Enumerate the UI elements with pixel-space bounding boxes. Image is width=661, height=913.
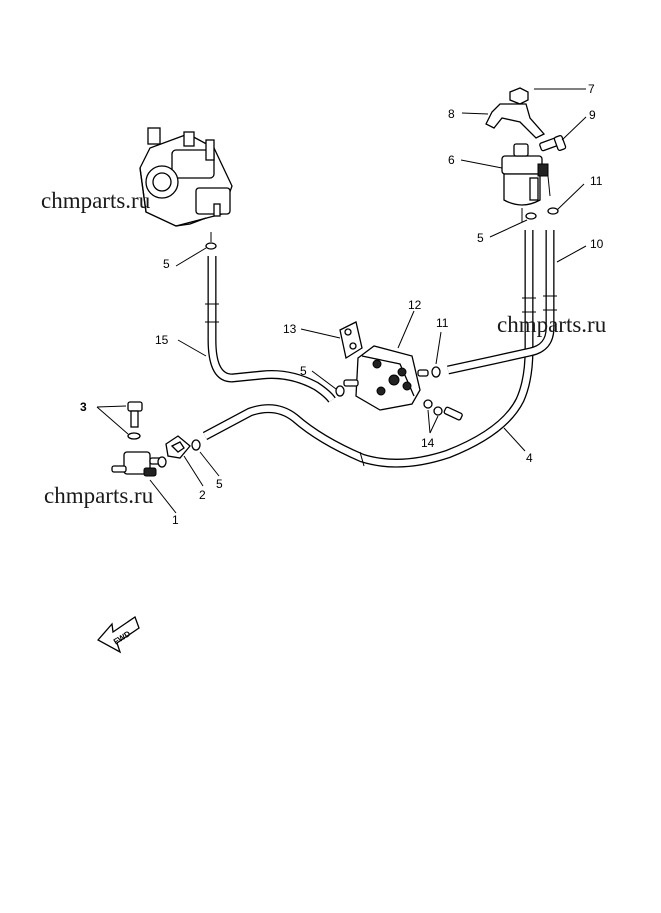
clamp-11-pump [431, 366, 441, 378]
gasket-13 [339, 321, 363, 360]
callout-3: 3 [80, 400, 87, 414]
callout-4: 4 [526, 451, 533, 465]
watermark: chmparts.ru [497, 312, 607, 337]
callout-8: 8 [448, 107, 455, 121]
callout-5-pump: 5 [300, 364, 307, 378]
fuel-joint-1 [111, 451, 167, 477]
hose-10 [447, 230, 557, 375]
clamp-5-pump [335, 385, 345, 397]
callout-5-carb: 5 [163, 257, 170, 271]
callout-5-joint: 5 [216, 477, 223, 491]
callout-7: 7 [588, 82, 595, 96]
callout-15: 15 [155, 333, 169, 347]
callout-12: 12 [408, 298, 422, 312]
fuel-filter-assembly [485, 87, 567, 222]
callout-2: 2 [199, 488, 206, 502]
bolt-3 [127, 401, 143, 440]
callout-11-pump: 11 [436, 316, 449, 330]
callout-11-filter: 11 [590, 174, 603, 188]
callout-1: 1 [172, 513, 179, 527]
callout-5-filter: 5 [477, 231, 484, 245]
leader-lines [96, 88, 587, 514]
hose-4 [202, 230, 536, 468]
clamp-5-joint [191, 439, 201, 451]
fuel-pump-12 [343, 345, 429, 411]
callout-13: 13 [283, 322, 297, 336]
carburetor [139, 127, 233, 250]
screw-14 [423, 399, 463, 421]
watermark: chmparts.ru [44, 483, 154, 508]
hose-15 [205, 256, 336, 403]
callout-6: 6 [448, 153, 455, 167]
clip-2 [165, 435, 191, 459]
callout-9: 9 [589, 108, 596, 122]
fwd-arrow: FWD [96, 615, 140, 654]
callout-14: 14 [421, 436, 435, 450]
watermark: chmparts.ru [41, 188, 151, 213]
callout-10: 10 [590, 237, 604, 251]
